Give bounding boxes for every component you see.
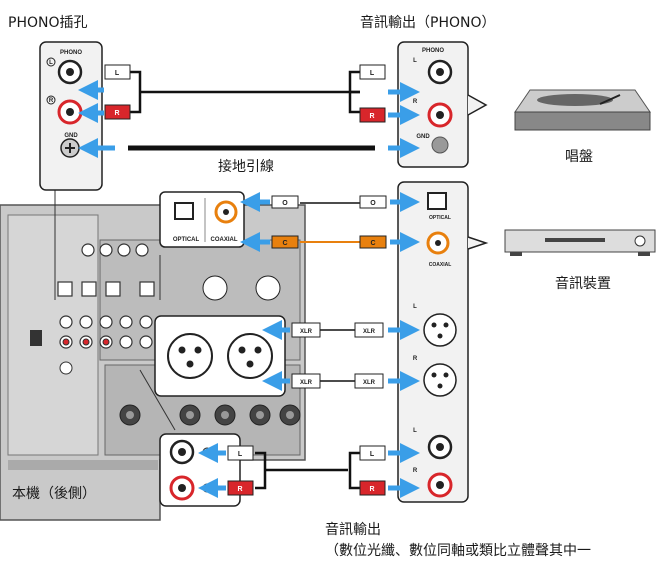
optical-coaxial-inset: OPTICAL COAXIAL — [160, 192, 244, 247]
svg-text:L: L — [238, 451, 243, 458]
svg-text:COAXIAL: COAXIAL — [429, 262, 452, 268]
svg-text:COAXIAL: COAXIAL — [211, 237, 238, 243]
svg-text:C: C — [370, 240, 375, 247]
svg-text:L: L — [413, 58, 417, 64]
svg-text:XLR: XLR — [300, 329, 313, 335]
svg-text:OPTICAL: OPTICAL — [173, 237, 200, 243]
svg-text:PHONO: PHONO — [422, 48, 444, 54]
svg-text:O: O — [282, 200, 288, 207]
audio-device-icon — [505, 230, 655, 256]
svg-text:C: C — [282, 240, 287, 247]
svg-text:XLR: XLR — [363, 329, 376, 335]
turntable-label: 唱盤 — [565, 146, 593, 166]
svg-text:R: R — [237, 486, 242, 493]
svg-text:R: R — [369, 486, 374, 493]
unit-rear-label: 本機（後側） — [12, 483, 96, 503]
svg-text:L: L — [413, 428, 417, 434]
turntable-icon — [515, 90, 650, 130]
svg-text:OPTICAL: OPTICAL — [429, 215, 451, 221]
audio-out-note: （數位光纖、數位同軸或類比立體聲其中一 — [325, 540, 591, 560]
svg-text:O: O — [370, 200, 376, 207]
phono-jack-label: PHONO插孔 — [8, 12, 87, 32]
svg-text:R: R — [369, 113, 374, 120]
svg-text:L: L — [413, 304, 417, 310]
svg-text:L: L — [370, 70, 375, 77]
svg-text:L: L — [370, 451, 375, 458]
svg-text:R: R — [413, 99, 418, 105]
svg-text:L: L — [49, 60, 53, 66]
audio-device-label: 音訊裝置 — [555, 273, 611, 293]
audio-out-phono-label: 音訊輸出（PHONO） — [360, 12, 495, 32]
svg-text:XLR: XLR — [363, 380, 376, 386]
audio-out-label: 音訊輸出 — [325, 519, 381, 539]
gnd-panel-label: GND — [64, 133, 78, 139]
svg-text:R: R — [114, 110, 119, 117]
svg-text:XLR: XLR — [300, 380, 313, 386]
ground-wire-label: 接地引線 — [218, 156, 274, 176]
phono-panel-label: PHONO — [60, 50, 82, 56]
svg-text:R: R — [413, 356, 418, 362]
device-audio-out-panel: PHONO GND OPTICAL COAXIAL — [398, 42, 486, 502]
svg-text:L: L — [115, 70, 120, 77]
svg-text:R: R — [413, 468, 418, 474]
svg-text:GND: GND — [416, 134, 430, 140]
svg-text:R: R — [49, 98, 54, 104]
